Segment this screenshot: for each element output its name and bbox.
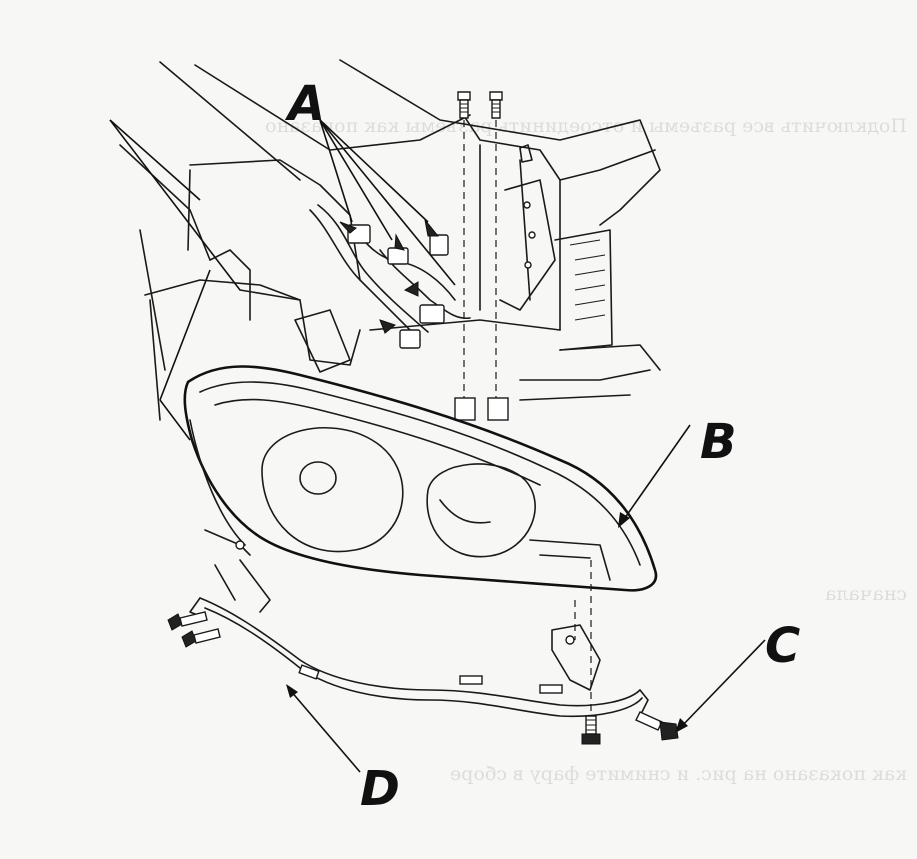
wiring-harness bbox=[294, 204, 471, 373]
connector-5 bbox=[399, 329, 421, 349]
connector-4 bbox=[419, 304, 445, 324]
callout-a: A bbox=[284, 76, 325, 132]
bolt-upper-left bbox=[457, 91, 471, 119]
lower-bolts bbox=[167, 560, 679, 745]
bleed-through-line-2: сначала bbox=[825, 583, 907, 605]
bolt-bottom bbox=[581, 715, 601, 745]
headlight-socket-cover bbox=[294, 309, 351, 373]
bleed-through-text: Подключить все разъемы и отсоединить раз… bbox=[265, 115, 907, 785]
bolt-upper-right bbox=[489, 91, 503, 119]
mount-tab-right bbox=[487, 397, 509, 421]
bleed-through-line-1: Подключить все разъемы и отсоединить раз… bbox=[265, 115, 907, 137]
callout-b: B bbox=[700, 414, 737, 470]
connector-2 bbox=[387, 247, 409, 265]
mount-tab-left bbox=[454, 397, 476, 421]
low-beam-lens bbox=[261, 427, 404, 553]
callout-leaders bbox=[109, 119, 766, 773]
upper-mounting-bolts bbox=[454, 91, 509, 421]
high-beam-lens bbox=[426, 463, 536, 558]
lower-mount-bracket bbox=[551, 624, 601, 691]
callout-c: C bbox=[765, 618, 800, 674]
connector-3 bbox=[429, 234, 449, 256]
callout-d: D bbox=[360, 761, 400, 817]
headlight-assembly bbox=[183, 365, 658, 592]
bolt-c bbox=[635, 711, 679, 741]
bleed-through-line-3: как показано на рис. и снимите фару в сб… bbox=[450, 763, 907, 785]
vehicle-body-structure bbox=[119, 59, 661, 421]
lower-trim-bracket bbox=[189, 559, 649, 718]
bolt-left-1 bbox=[167, 611, 208, 631]
bolt-left-2 bbox=[181, 628, 221, 648]
